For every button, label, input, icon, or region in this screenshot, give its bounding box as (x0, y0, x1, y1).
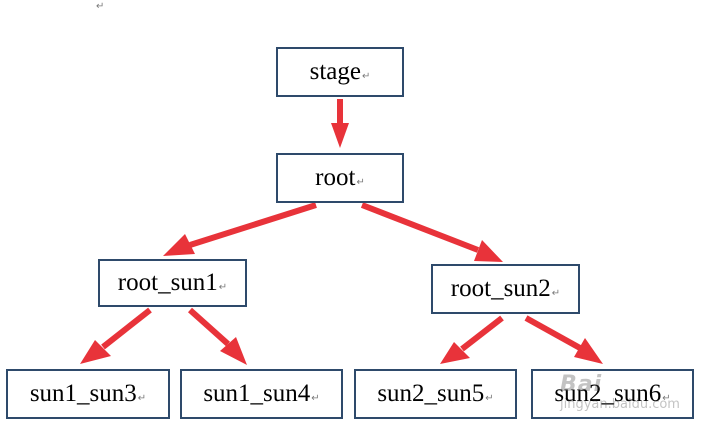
node-root-sun1: root_sun1↵ (98, 259, 247, 307)
paragraph-mark: ↵ (361, 70, 371, 82)
arrow-root-rootsun2 (360, 202, 503, 262)
arrow-stage-root (331, 99, 349, 148)
paragraph-mark: ↵ (551, 287, 561, 299)
node-root: root↵ (276, 153, 404, 203)
paragraph-mark: ↵ (356, 176, 365, 188)
paragraph-mark: ↵ (311, 392, 320, 404)
node-label: root_sun2 (450, 275, 551, 302)
arrow-rootsun2-sun2sun6 (524, 315, 603, 364)
node-stage: stage↵ (276, 47, 404, 97)
node-sun1-sun3: sun1_sun3↵ (6, 369, 170, 419)
paragraph-mark: ↵ (137, 392, 147, 404)
arrow-root-rootsun1 (163, 202, 317, 256)
paragraph-mark: ↵ (218, 281, 228, 293)
node-label: sun1_sun4 (203, 380, 311, 407)
watermark-logo: Bai (560, 372, 603, 397)
watermark: Bai jingyan.baidu.com (560, 372, 700, 422)
node-label: sun1_sun3 (29, 380, 137, 407)
node-sun2-sun6: sun2_sun6↵ (531, 369, 694, 419)
arrow-rootsun1-sun1sun3 (80, 307, 152, 364)
node-sun1-sun4: sun1_sun4↵ (180, 369, 343, 419)
node-sun2-sun5: sun2_sun5↵ (354, 369, 517, 419)
watermark-url: jingyan.baidu.com (560, 397, 680, 412)
node-label: stage (309, 58, 361, 85)
node-label: sun2_sun6 (554, 380, 662, 407)
arrow-rootsun2-sun2sun5 (440, 315, 504, 364)
node-root-sun2: root_sun2↵ (431, 264, 580, 314)
node-label: sun2_sun5 (377, 380, 485, 407)
arrow-rootsun1-sun1sun4 (187, 307, 247, 365)
node-label: root (315, 164, 356, 191)
paragraph-mark: ↵ (662, 392, 671, 404)
paragraph-mark: ↵ (485, 392, 494, 404)
node-label: root_sun1 (117, 269, 218, 296)
paragraph-mark: ↵ (96, 1, 105, 12)
